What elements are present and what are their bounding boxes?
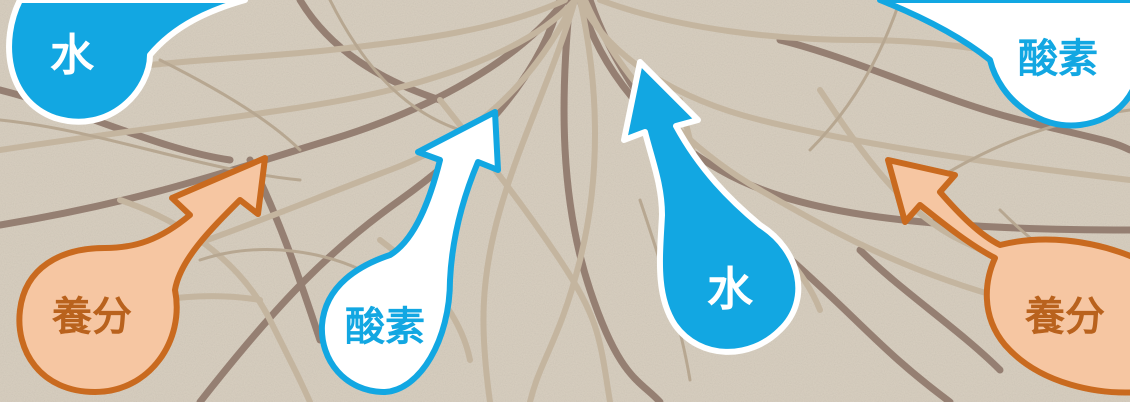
nutrient-drop-arrow-icon xyxy=(885,157,1130,396)
water-label-top-left: 水 xyxy=(50,30,95,81)
oxygen-label-center: 酸素 xyxy=(345,304,425,350)
oxygen-drop-center: 酸素 xyxy=(318,109,501,395)
water-label-center: 水 xyxy=(707,262,754,316)
nutrient-drop-left: 養分 xyxy=(16,155,268,395)
oxygen-label-top-right: 酸素 xyxy=(1018,36,1098,82)
water-drop-arrow-icon xyxy=(621,59,802,355)
oxygen-drop-arrow-icon xyxy=(877,0,1130,129)
water-drop-arrow-icon xyxy=(6,0,248,125)
water-drop-top-left: 水 xyxy=(6,0,248,125)
nutrient-drop-arrow-icon xyxy=(16,155,268,395)
nutrient-label-right: 養分 xyxy=(1024,294,1105,340)
nutrient-label-left: 養分 xyxy=(51,294,132,340)
water-drop-center: 水 xyxy=(621,59,802,355)
nutrient-drop-right: 養分 xyxy=(885,157,1130,396)
oxygen-drop-arrow-icon xyxy=(318,109,501,395)
oxygen-drop-top-right: 酸素 xyxy=(877,0,1130,129)
